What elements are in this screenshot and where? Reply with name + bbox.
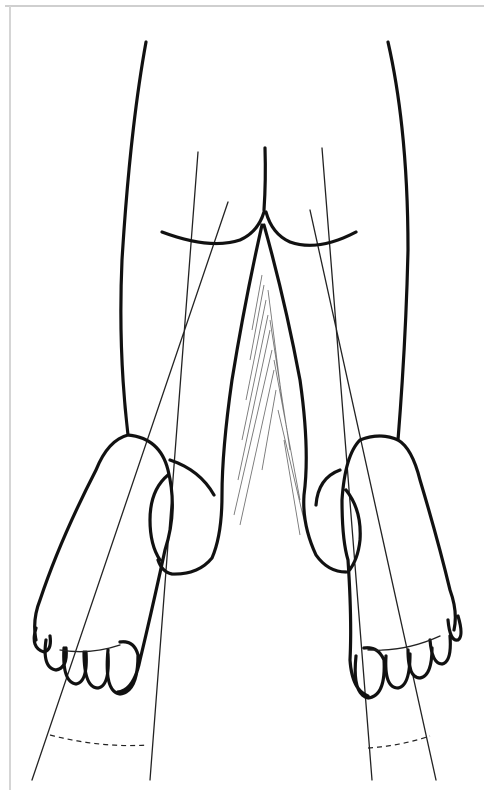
right-toe-2 [386, 654, 410, 688]
left-foot-axis-line [32, 202, 228, 780]
right-calf-dashed-line [368, 736, 430, 748]
left-gluteal-fold [162, 212, 264, 244]
gluteal-cleft [264, 148, 265, 210]
left-thigh-outer [121, 42, 146, 435]
right-thigh-outer [388, 42, 408, 440]
left-toe-crease [60, 645, 120, 652]
right-big-toe [355, 648, 384, 698]
right-thigh-inner [264, 225, 346, 572]
right-foot-outer-edge [398, 440, 455, 630]
left-leg-axis-line [150, 152, 198, 780]
right-foot-axis-line [310, 210, 436, 780]
right-toe-3 [408, 648, 432, 678]
left-big-toe [107, 642, 138, 694]
left-foot [34, 435, 214, 694]
right-ankle-curve [316, 470, 340, 505]
left-calf-dashed-line [50, 735, 148, 746]
left-ankle-curve [170, 460, 214, 495]
left-foot-inner-edge [118, 435, 172, 692]
